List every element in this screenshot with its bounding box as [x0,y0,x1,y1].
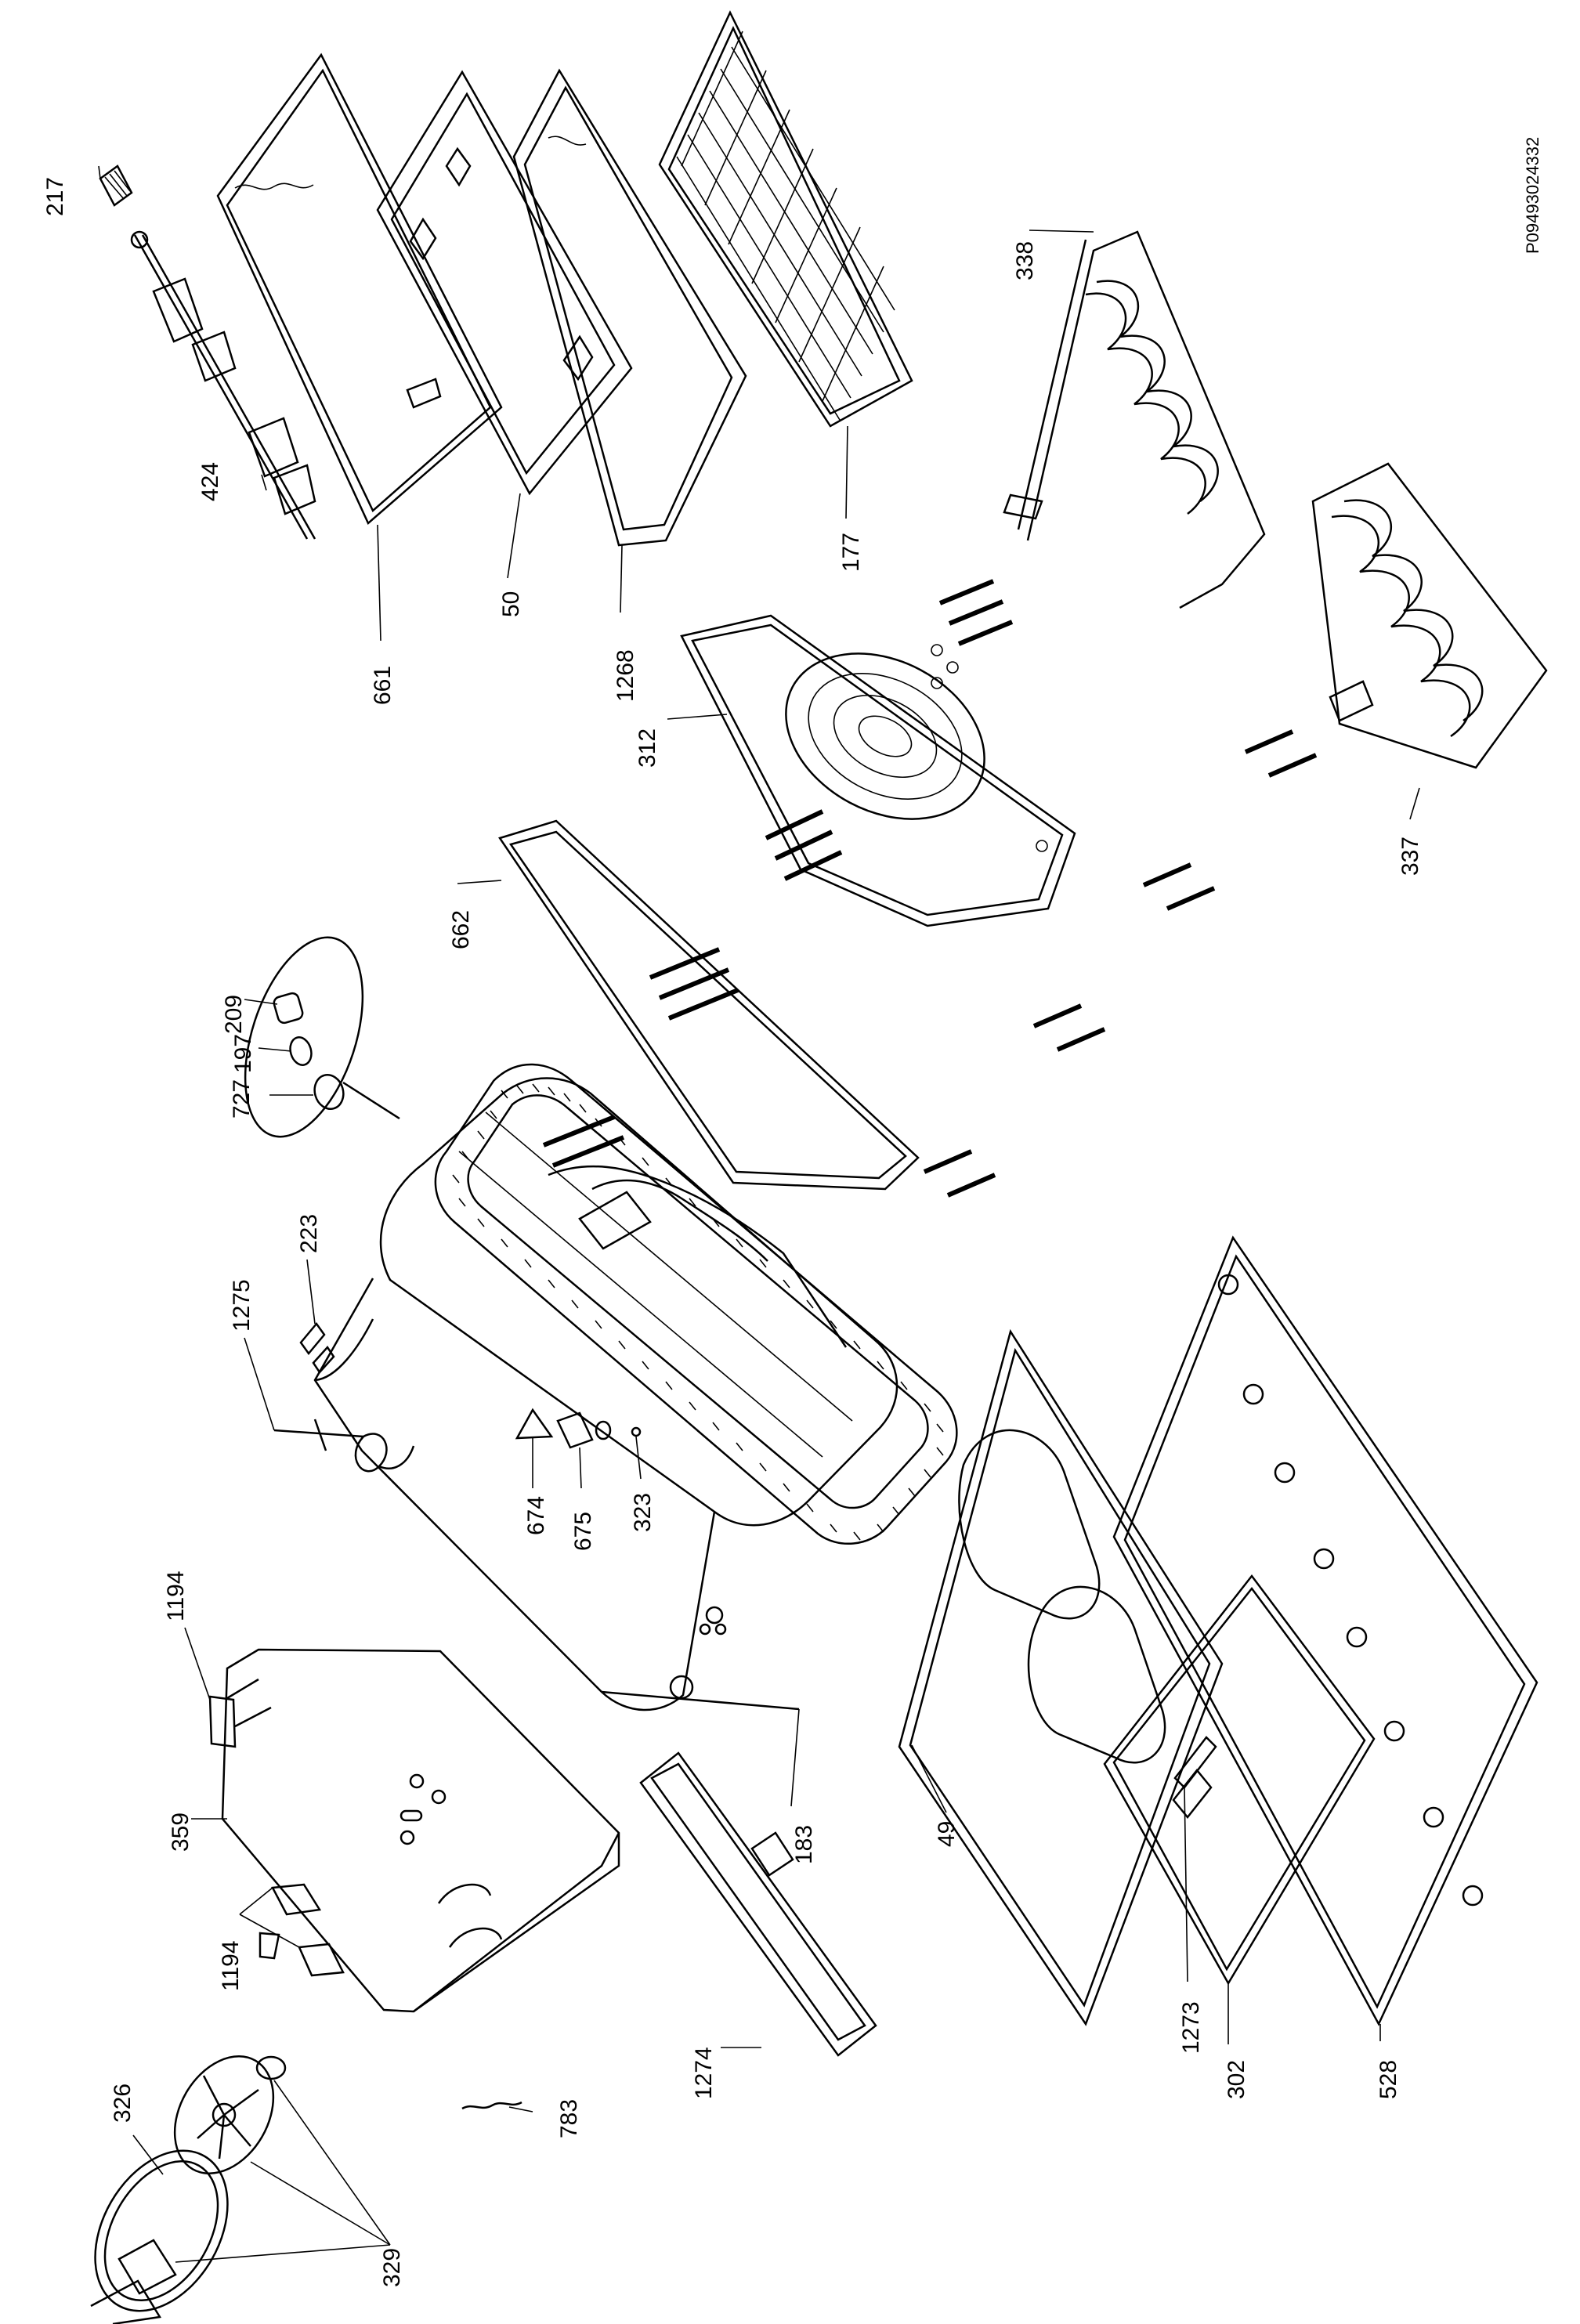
callout-424: 424 [197,462,223,501]
part-674-675-323-lamp-parts [515,1408,642,1449]
part-223-clip [299,1321,335,1375]
callout-326: 326 [110,2084,136,2123]
part-1273-hinge [1173,1736,1217,1789]
part-217-end-cap [99,164,133,207]
callout-528: 528 [1376,2060,1401,2099]
leader-lines [98,165,1420,2263]
part-49-inner-door [898,1328,1224,2026]
callout-197: 197 [230,1034,256,1073]
callout-183: 183 [791,1825,817,1864]
part-338-upper-heating-element [1003,230,1266,609]
callout-727: 727 [229,1079,255,1119]
part-312-rear-fan-cover [680,614,1076,927]
callout-674: 674 [523,1496,549,1535]
callout-661: 661 [370,666,396,705]
callout-1194-bottom: 1194 [218,1940,244,1991]
callout-783: 783 [556,2099,582,2138]
part-661-baking-tray [216,52,503,526]
callout-337: 337 [1397,837,1423,876]
part-302-door-panel [1103,1574,1376,1986]
part-662-door-frame [498,819,920,1191]
part-1274-lower-trim-bar [639,1751,877,2057]
callout-50: 50 [498,591,524,617]
callout-177: 177 [838,533,864,572]
alignment-lines [542,579,1318,1198]
callout-labels: 217 424 661 50 1268 177 338 312 337 662 … [42,137,1542,2287]
callout-1273: 1273 [1178,2001,1204,2054]
callout-223: 223 [296,1214,322,1253]
part-183-oven-cavity [313,1077,898,1711]
part-359-control-panel [221,1648,620,2013]
callout-49: 49 [934,1821,960,1847]
part-1275-temperature-probe [273,1419,415,1473]
callout-329: 329 [379,2248,405,2287]
callout-312: 312 [635,728,660,768]
part-528-outer-door [1112,1235,1538,2026]
part-1268-shelf-frame [512,68,747,547]
part-knob-detail-group [244,936,400,1138]
part-337-lower-heating-element [1311,462,1548,769]
part-1194-terminal-strips [208,1695,345,1977]
callout-662: 662 [448,910,474,949]
callout-675: 675 [570,1512,596,1551]
callout-1275: 1275 [229,1279,255,1332]
part-783-spring [461,2101,522,2110]
callout-323: 323 [630,1493,656,1532]
part-326-329-fan-motor [90,2055,287,2324]
part-177-wire-rack [658,10,913,428]
drawing-code: P09493024332 [1523,137,1542,254]
callout-217: 217 [42,177,68,216]
part-oven-door-gasket [434,1063,958,1545]
callout-1268: 1268 [613,649,638,702]
callout-1274: 1274 [691,2047,717,2099]
callout-209: 209 [221,995,247,1034]
callout-359: 359 [168,1813,193,1852]
callout-302: 302 [1224,2060,1249,2099]
callout-338: 338 [1012,241,1038,280]
part-424-rotisserie-spit [130,230,316,540]
callout-1194-top: 1194 [163,1570,189,1621]
